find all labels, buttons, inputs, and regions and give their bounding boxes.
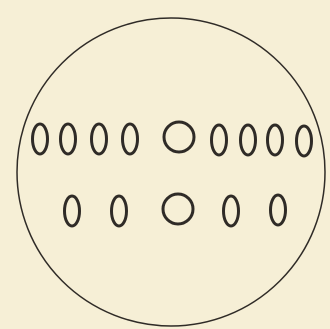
bottom-row-oval-3 (224, 196, 239, 226)
top-row-oval-6 (241, 125, 256, 155)
top-row-oval-4 (123, 124, 138, 154)
top-row-oval-2 (61, 124, 76, 154)
top-row-oval-8 (297, 126, 312, 156)
top-row-oval-7 (268, 125, 283, 155)
bottom-row-oval-1 (65, 196, 80, 226)
top-row-oval-5 (212, 125, 227, 155)
top-row-center-circle (164, 122, 194, 152)
bottom-row-center-circle (163, 194, 193, 224)
outer-circle (17, 18, 325, 326)
top-row-oval-3 (92, 124, 107, 154)
bottom-row-oval-2 (112, 196, 127, 226)
top-row (33, 122, 312, 156)
bottom-row-oval-4 (271, 195, 286, 225)
top-row-oval-1 (33, 124, 48, 154)
bottom-row (65, 194, 286, 226)
